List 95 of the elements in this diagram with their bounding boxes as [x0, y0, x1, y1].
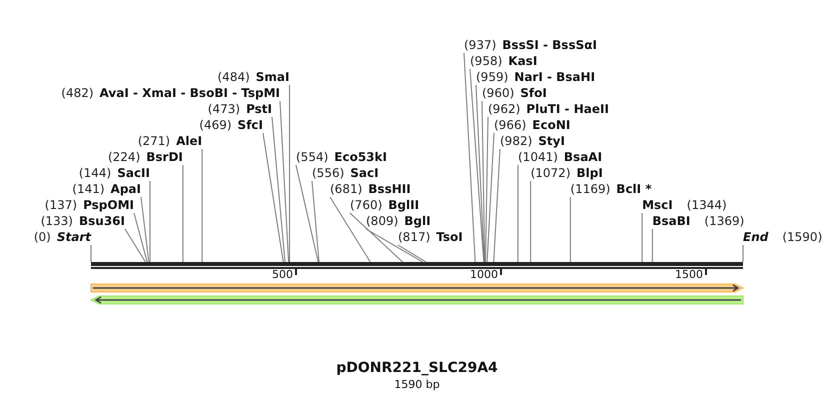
leader-line — [486, 132, 494, 262]
site-position: (224) — [108, 150, 140, 164]
enzyme-name: BglII — [388, 198, 420, 212]
enzyme-name: BsrDI — [146, 150, 183, 164]
site-position: (966) — [494, 118, 526, 132]
enzyme-name: PluTI - HaeII — [526, 102, 609, 116]
site-position: (958) — [470, 54, 502, 68]
site-position: (141) — [72, 182, 105, 196]
enzyme-name: SfcI — [238, 118, 263, 132]
leader-line — [272, 116, 286, 262]
enzyme-name: MscI — [642, 198, 673, 212]
site-position: (137) — [44, 198, 78, 212]
site-position: (809) — [366, 214, 398, 228]
site-position: (1590) — [782, 230, 822, 244]
site-position: (760) — [350, 198, 382, 212]
site-position: (482) — [61, 86, 94, 100]
site-position: (473) — [208, 102, 240, 116]
leader-line — [742, 244, 744, 262]
enzyme-name: BssSI - BssSαI — [502, 38, 597, 52]
leader-line — [280, 100, 290, 262]
enzyme-name: KasI — [508, 54, 538, 68]
leader-line — [289, 84, 290, 262]
leader-line — [202, 148, 203, 262]
leader-line — [124, 228, 146, 262]
enzyme-name: StyI — [538, 134, 565, 148]
site-position: (937) — [464, 38, 496, 52]
leader-line — [642, 212, 643, 262]
site-position: (144) — [78, 166, 112, 180]
enzyme-name: PstI — [246, 102, 272, 116]
site-position: (959) — [476, 70, 508, 84]
enzyme-name: BssHII — [368, 182, 411, 196]
enzyme-name: EcoNI — [532, 118, 570, 132]
enzyme-name: SmaI — [256, 70, 290, 84]
enzyme-name: BclI * — [616, 182, 652, 196]
enzyme-name: AleI — [176, 134, 202, 148]
leader-line — [366, 228, 424, 262]
site-position: (982) — [500, 134, 532, 148]
enzyme-name: SacII — [117, 166, 150, 180]
leader-line — [493, 148, 500, 262]
site-position: (817) — [398, 230, 430, 244]
site-position: (1169) — [570, 182, 610, 196]
leader-line — [398, 244, 426, 262]
site-position: (1041) — [518, 150, 558, 164]
sequence-end-label: End — [743, 230, 768, 244]
dna-backbone — [91, 262, 743, 269]
leader-line — [140, 196, 150, 262]
enzyme-name: AvaI - XmaI - BsoBI - TspMI — [100, 86, 280, 100]
leader-line — [312, 180, 320, 262]
site-position: (271) — [138, 134, 170, 148]
leader-line — [330, 196, 371, 262]
plasmid-title: pDONR221_SLC29A4 — [335, 360, 499, 376]
enzyme-name: TsoI — [436, 230, 463, 244]
enzyme-name: BsaBI — [652, 214, 690, 228]
enzyme-name: ApaI — [110, 182, 141, 196]
scale-label: 1000 — [470, 268, 498, 281]
enzyme-name: BsaAI — [564, 150, 602, 164]
leader-line — [464, 52, 476, 262]
enzyme-name: BglI — [404, 214, 431, 228]
site-position: (0) — [34, 230, 51, 244]
leader-line — [476, 84, 485, 262]
scale-label: 500 — [272, 268, 293, 281]
leader-line — [182, 164, 184, 262]
site-position: (556) — [312, 166, 344, 180]
scale-label: 1500 — [675, 268, 703, 281]
leader-line — [262, 132, 284, 262]
enzyme-name: Eco53kI — [334, 150, 387, 164]
site-position: (1369) — [704, 214, 744, 228]
plasmid-size: 1590 bp — [393, 378, 441, 391]
leader-line — [485, 116, 488, 262]
site-position: (133) — [40, 214, 73, 228]
enzyme-name: NarI - BsaHI — [514, 70, 596, 84]
leader-line — [652, 228, 653, 262]
enzyme-name: Bsu36I — [79, 214, 125, 228]
leader-line — [470, 68, 484, 262]
leader-line — [296, 164, 319, 262]
enzyme-name: BlpI — [576, 166, 603, 180]
leader-line — [517, 164, 518, 262]
site-position: (1072) — [530, 166, 570, 180]
site-position: (484) — [218, 70, 250, 84]
enzyme-name: PspOMI — [83, 198, 134, 212]
site-position: (681) — [330, 182, 362, 196]
site-position: (1344) — [686, 198, 727, 212]
leader-line — [134, 212, 148, 262]
leader-line — [530, 180, 532, 262]
leader-line — [482, 100, 486, 262]
sequence-end-label: Start — [56, 230, 91, 244]
enzyme-name: SacI — [350, 166, 379, 180]
leader-line — [570, 196, 571, 262]
site-position: (962) — [488, 102, 520, 116]
site-position: (469) — [199, 118, 232, 132]
leader-line — [350, 212, 404, 262]
leader-line — [90, 244, 92, 262]
site-position: (554) — [296, 150, 328, 164]
site-position: (960) — [482, 86, 514, 100]
enzyme-name: SfoI — [520, 86, 547, 100]
